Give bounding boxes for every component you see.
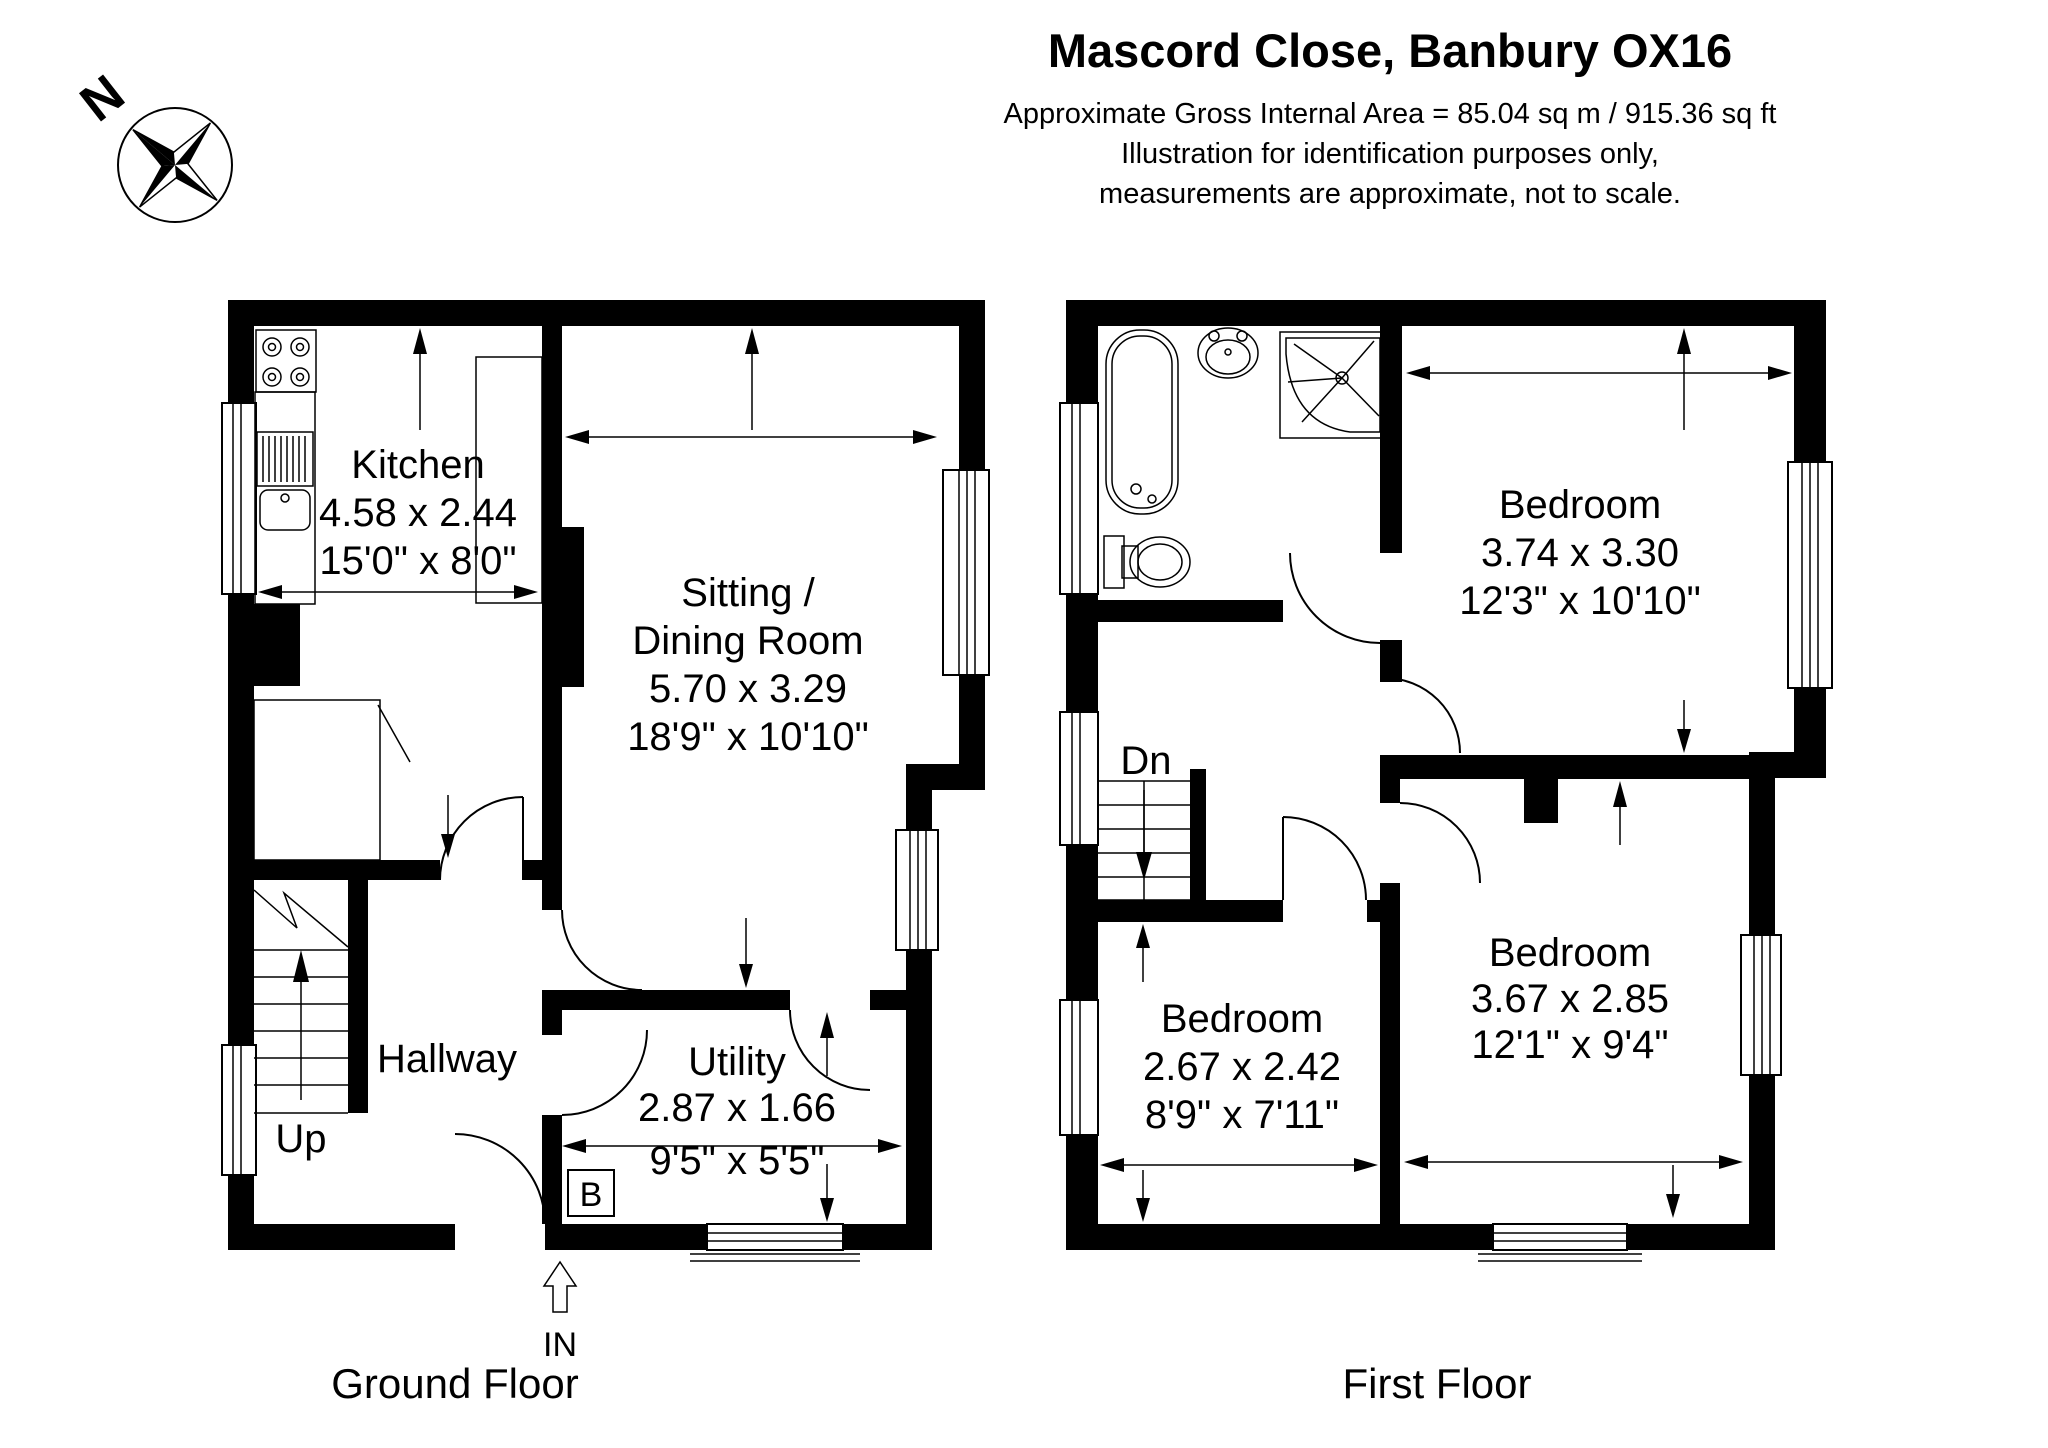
window-bathroom-left — [1059, 402, 1099, 595]
compass-star-dark-sw — [139, 165, 175, 208]
title-block: Mascord Close, Banbury OX16 Approximate … — [740, 22, 2040, 214]
stairs-dn-label: Dn — [1120, 739, 1171, 783]
stairs-break-line — [253, 889, 349, 948]
hallway-name: Hallway — [377, 1037, 517, 1081]
first-floor-plan: Bedroom 3.74 x 3.30 12'3" x 10'10" Dn Be… — [1059, 300, 1833, 1262]
entrance-label: IN — [543, 1326, 577, 1364]
sitting-name-1: Sitting / — [681, 571, 815, 615]
disclaimer-line-1: Illustration for identification purposes… — [1121, 138, 1659, 170]
compass-star-dark2 — [132, 129, 175, 167]
gf-room-labels: Kitchen 4.58 x 2.44 15'0" x 8'0" Sitting… — [275, 443, 868, 1183]
kitchen-name: Kitchen — [351, 443, 484, 487]
window-utility-bottom — [690, 1223, 860, 1262]
understairs-cupboard — [253, 699, 411, 861]
window-sitting-right-upper — [942, 469, 990, 676]
gf-walls — [228, 300, 985, 1250]
utility-metric: 2.87 x 1.66 — [638, 1086, 836, 1130]
sitting-name-2: Dining Room — [632, 619, 863, 663]
compass-star-dark-ne — [175, 122, 211, 165]
gross-internal-area: Approximate Gross Internal Area = 85.04 … — [1003, 98, 1777, 130]
ff-doors — [1282, 552, 1481, 901]
bedroom-top-name: Bedroom — [1499, 483, 1661, 527]
door-arc-kitchen-to-hall — [439, 796, 524, 881]
window-bedroom-br-bottom — [1478, 1223, 1642, 1262]
bedroom-br-imperial: 12'1" x 9'4" — [1471, 1023, 1668, 1067]
shower-icon — [1279, 331, 1387, 439]
boiler-label: B — [580, 1176, 603, 1214]
entrance-arrow: IN — [542, 1260, 578, 1364]
kitchen-sink-icon — [254, 391, 316, 605]
window-kitchen-left — [221, 402, 257, 595]
boiler-box: B — [567, 1169, 615, 1217]
sitting-imperial: 18'9" x 10'10" — [627, 715, 869, 759]
stove-icon — [255, 329, 317, 393]
door-arc-bathroom — [1289, 552, 1381, 644]
compass-rose: N — [70, 64, 233, 223]
disclaimer-line-2: measurements are approximate, not to sca… — [1099, 178, 1681, 210]
ground-floor-plan: B IN — [221, 300, 990, 1364]
ground-floor-caption: Ground Floor — [331, 1360, 578, 1407]
stairs-up-label: Up — [275, 1117, 326, 1161]
ff-stairs-down — [1098, 780, 1190, 901]
header-notes: Approximate Gross Internal Area = 85.04 … — [740, 94, 2040, 214]
door-arc-bedroom-top — [1384, 677, 1461, 754]
gf-stairs-up — [253, 889, 349, 1114]
page-title: Mascord Close, Banbury OX16 — [1047, 24, 1733, 77]
window-bedroom-br-right — [1740, 934, 1782, 1076]
kitchen-counter — [475, 356, 543, 604]
basin-icon — [1197, 327, 1259, 379]
window-bedroom-top-right — [1787, 461, 1833, 689]
window-bedroom-bl-left — [1059, 999, 1099, 1136]
door-arc-hall-to-sitting — [561, 909, 643, 991]
first-floor-caption: First Floor — [1343, 1360, 1532, 1407]
gf-dimension-arrows — [258, 328, 937, 1222]
ff-room-labels: Bedroom 3.74 x 3.30 12'3" x 10'10" Dn Be… — [1120, 483, 1700, 1137]
ff-bathroom-fixtures — [1103, 327, 1387, 589]
bedroom-br-metric: 3.67 x 2.85 — [1471, 977, 1669, 1021]
bedroom-top-metric: 3.74 x 3.30 — [1481, 531, 1679, 575]
door-arc-bedroom-bl — [1282, 816, 1367, 901]
utility-imperial: 9'5" x 5'5" — [650, 1139, 825, 1183]
door-arc-utility-right — [789, 1009, 871, 1091]
sitting-metric: 5.70 x 3.29 — [649, 667, 847, 711]
toilet-icon — [1103, 535, 1191, 589]
bedroom-br-name: Bedroom — [1489, 931, 1651, 975]
gf-kitchen-fixtures — [253, 329, 543, 861]
bedroom-bl-metric: 2.67 x 2.42 — [1143, 1045, 1341, 1089]
stairs-down-arrow — [1136, 852, 1152, 880]
gf-windows — [221, 402, 990, 1262]
door-arc-bedroom-br — [1399, 802, 1481, 884]
utility-name: Utility — [688, 1040, 786, 1084]
ff-windows — [1059, 402, 1833, 1262]
kitchen-imperial: 15'0" x 8'0" — [319, 539, 516, 583]
door-arc-front-entrance — [454, 1133, 546, 1225]
compass-north-label: N — [70, 64, 135, 133]
kitchen-metric: 4.58 x 2.44 — [319, 491, 517, 535]
window-landing-left — [1059, 711, 1099, 846]
compass-star-dark-se — [175, 165, 218, 201]
bedroom-bl-imperial: 8'9" x 7'11" — [1145, 1093, 1339, 1137]
bedroom-bl-name: Bedroom — [1161, 997, 1323, 1041]
stairs-up-arrow — [293, 950, 309, 982]
floor-captions: Ground Floor First Floor — [331, 1360, 1531, 1407]
gf-doors — [439, 796, 871, 1225]
door-arc-hall-to-utility — [561, 1029, 648, 1116]
compass-circle — [117, 107, 233, 223]
window-hallway-left — [221, 1044, 257, 1176]
bedroom-top-imperial: 12'3" x 10'10" — [1459, 579, 1701, 623]
bathtub-icon — [1105, 329, 1179, 515]
window-sitting-right-lower — [895, 829, 939, 951]
ff-dimension-arrows — [1100, 328, 1792, 1222]
